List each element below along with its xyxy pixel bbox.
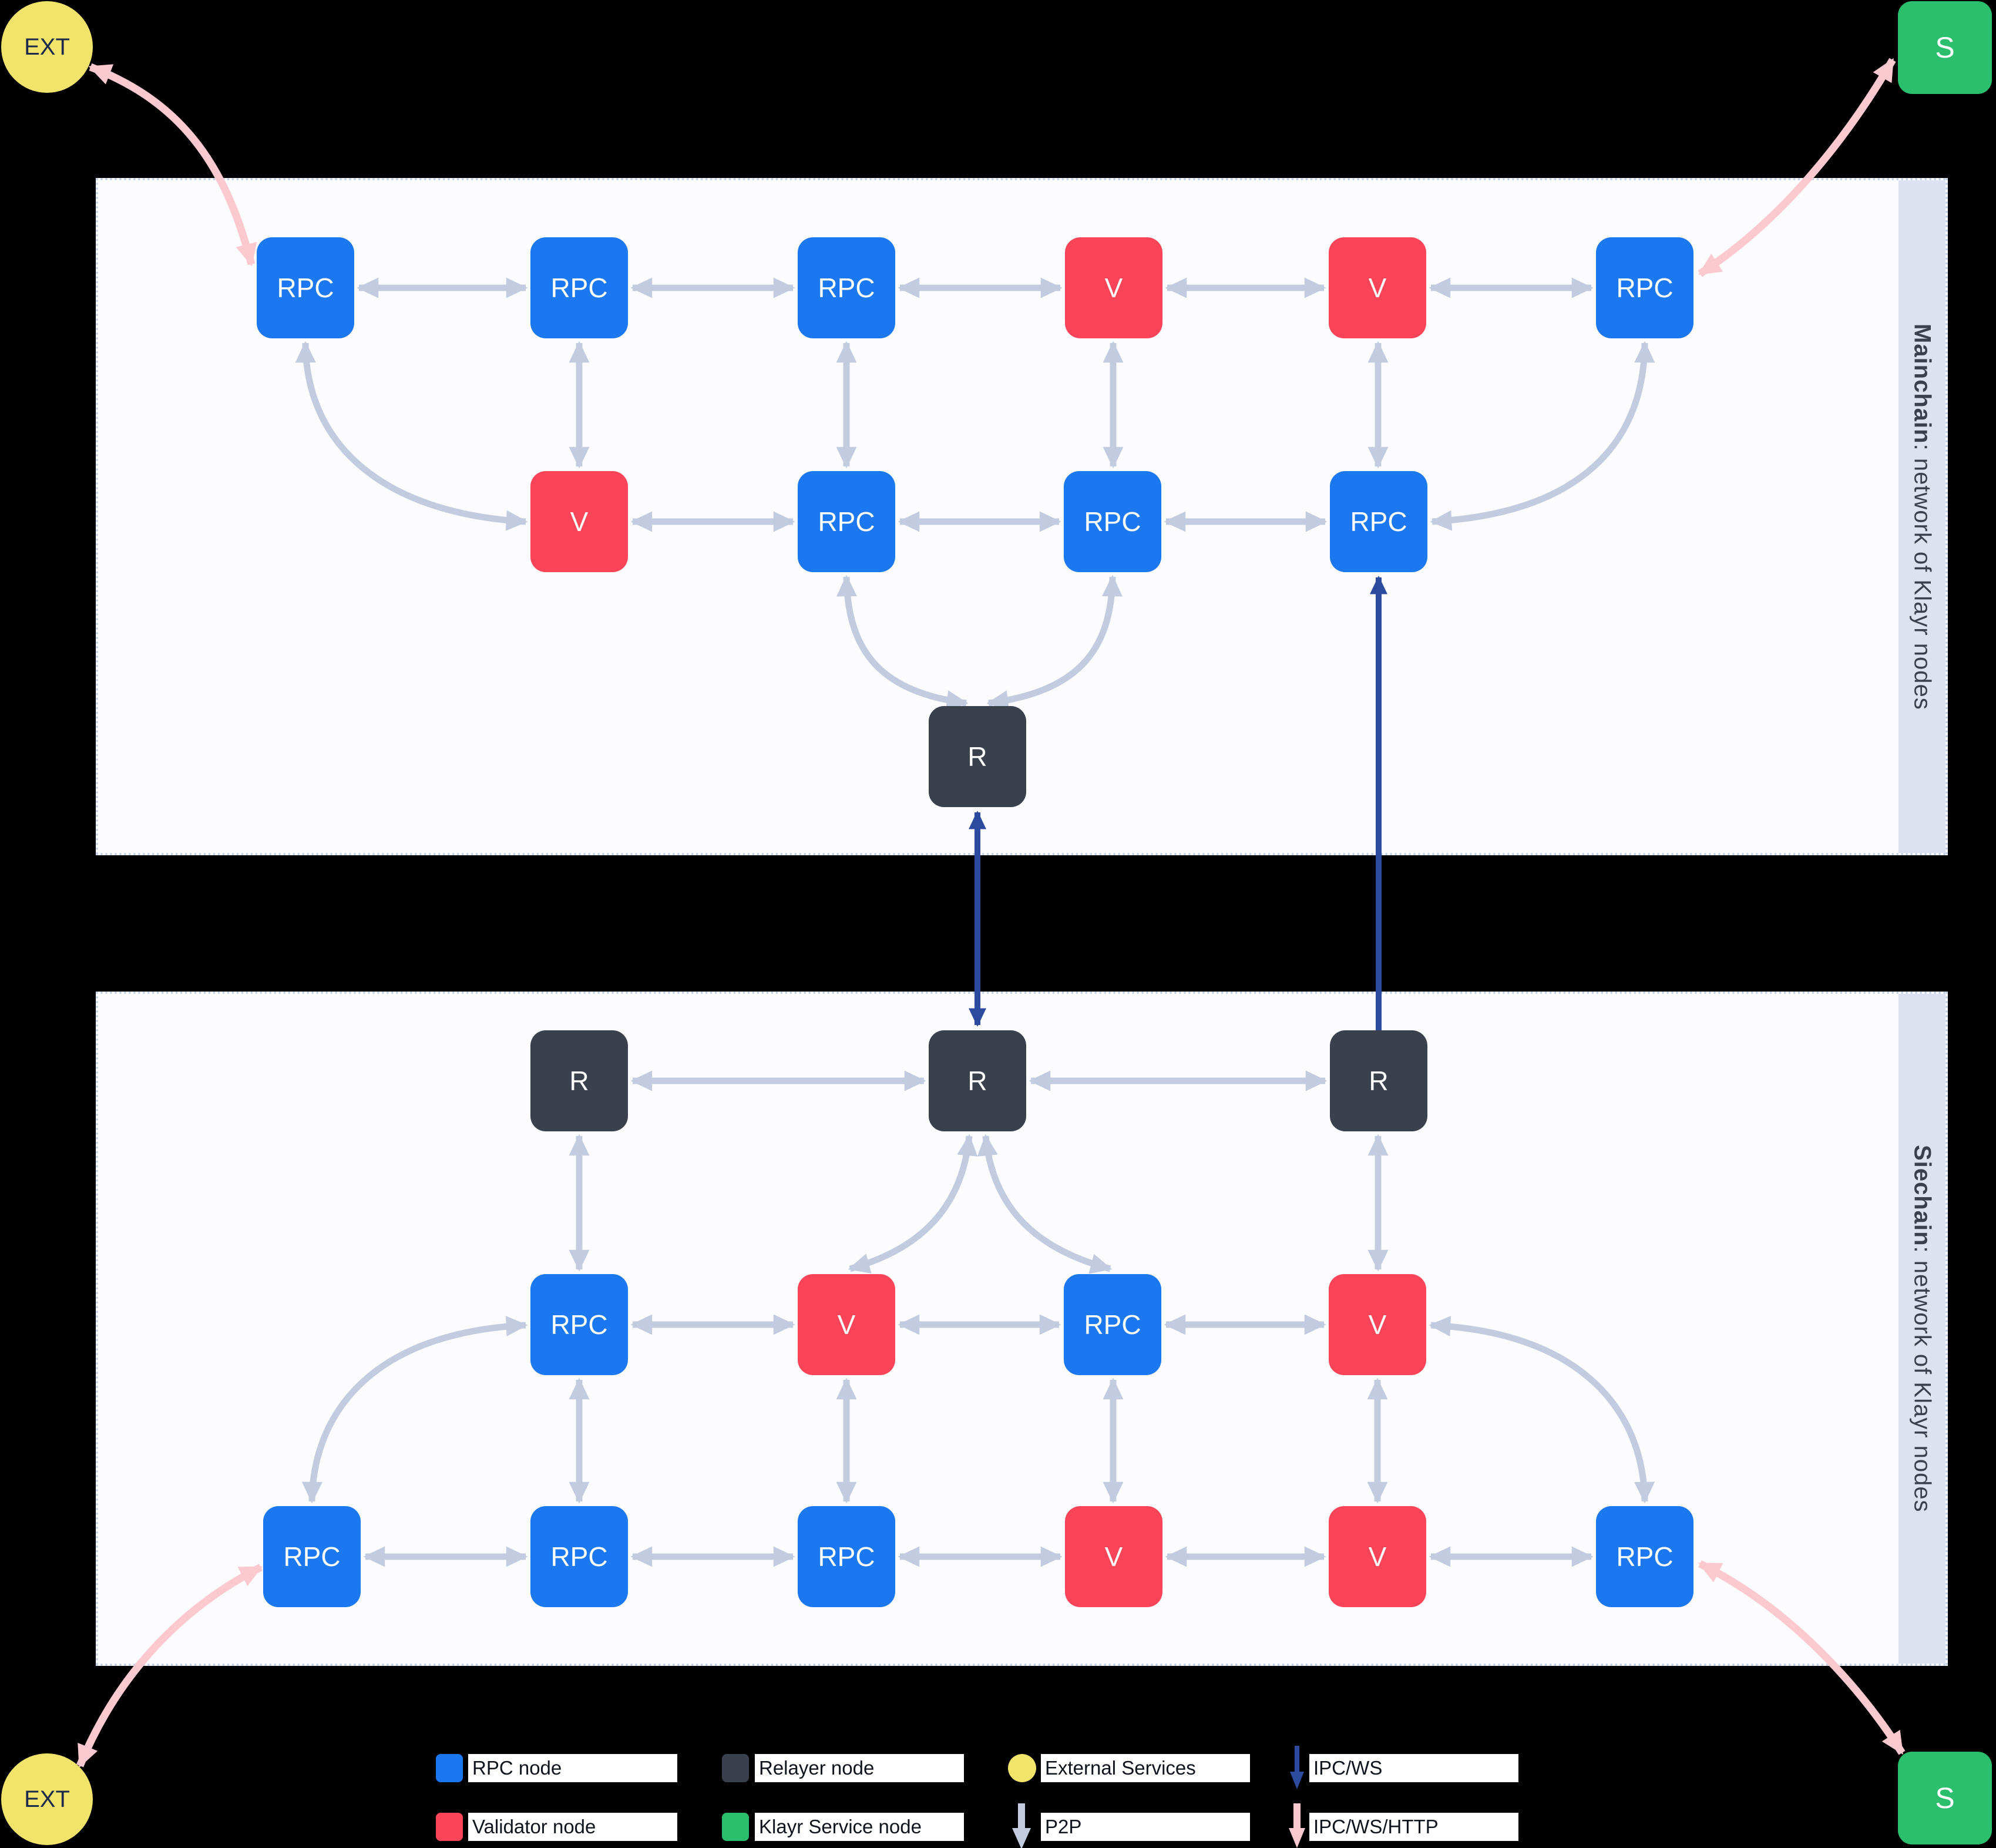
node-rpc: RPC xyxy=(798,471,895,572)
node-rpc: RPC xyxy=(530,1506,628,1607)
mainchain-title: Mainchain: network of Klayr nodes xyxy=(1909,323,1935,710)
relayer-node-swatch-icon xyxy=(722,1754,749,1782)
node-rpc: RPC xyxy=(1596,1506,1693,1607)
external-services-swatch-icon xyxy=(1008,1754,1036,1782)
validator-node-swatch-icon xyxy=(436,1813,463,1841)
legend-external-services-label: External Services xyxy=(1041,1754,1250,1782)
external-services-bottom: EXT xyxy=(1,1753,93,1845)
node-validator: V xyxy=(798,1274,895,1375)
node-relayer: R xyxy=(929,1030,1026,1131)
legend-rpc-node-label: RPC node xyxy=(468,1754,677,1782)
node-relayer: R xyxy=(1330,1030,1427,1131)
rpc-node-swatch-icon xyxy=(436,1754,463,1782)
node-rpc: RPC xyxy=(263,1506,361,1607)
node-validator: V xyxy=(530,471,628,572)
sidechain-label-strip: Siechain: network of Klayr nodes xyxy=(1898,994,1945,1664)
node-rpc: RPC xyxy=(1330,471,1427,572)
p2p-arrow-icon xyxy=(1012,1803,1031,1848)
node-validator: V xyxy=(1065,1506,1162,1607)
node-validator: V xyxy=(1329,1506,1426,1607)
ipc-ws-arrow-icon xyxy=(1290,1746,1304,1789)
node-rpc: RPC xyxy=(530,1274,628,1375)
node-rpc: RPC xyxy=(257,237,354,338)
node-rpc: RPC xyxy=(1064,1274,1161,1375)
node-relayer: R xyxy=(929,706,1026,807)
node-rpc: RPC xyxy=(1596,237,1693,338)
klayr-service-node-bottom: S xyxy=(1898,1752,1992,1844)
external-services-top: EXT xyxy=(1,1,93,93)
sidechain-title: Siechain: network of Klayr nodes xyxy=(1909,1145,1935,1513)
legend-ipc-ws-http-label: IPC/WS/HTTP xyxy=(1309,1813,1518,1841)
legend-validator-node-label: Validator node xyxy=(468,1813,677,1841)
klayr-service-node-top: S xyxy=(1898,1,1992,94)
ipc-ws-http-arrow-icon xyxy=(1289,1803,1305,1848)
node-rpc: RPC xyxy=(1064,471,1161,572)
node-rpc: RPC xyxy=(798,1506,895,1607)
node-relayer: R xyxy=(530,1030,628,1131)
node-validator: V xyxy=(1329,1274,1426,1375)
legend-ipc-ws-label: IPC/WS xyxy=(1309,1754,1518,1782)
legend-p2p-label: P2P xyxy=(1041,1813,1250,1841)
legend-relayer-node-label: Relayer node xyxy=(755,1754,964,1782)
node-validator: V xyxy=(1065,237,1162,338)
node-validator: V xyxy=(1329,237,1426,338)
legend-klayr-service-node-label: Klayr Service node xyxy=(755,1813,964,1841)
mainchain-label-strip: Mainchain: network of Klayr nodes xyxy=(1898,180,1945,853)
klayr-service-node-swatch-icon xyxy=(722,1813,749,1841)
node-rpc: RPC xyxy=(530,237,628,338)
node-rpc: RPC xyxy=(798,237,895,338)
